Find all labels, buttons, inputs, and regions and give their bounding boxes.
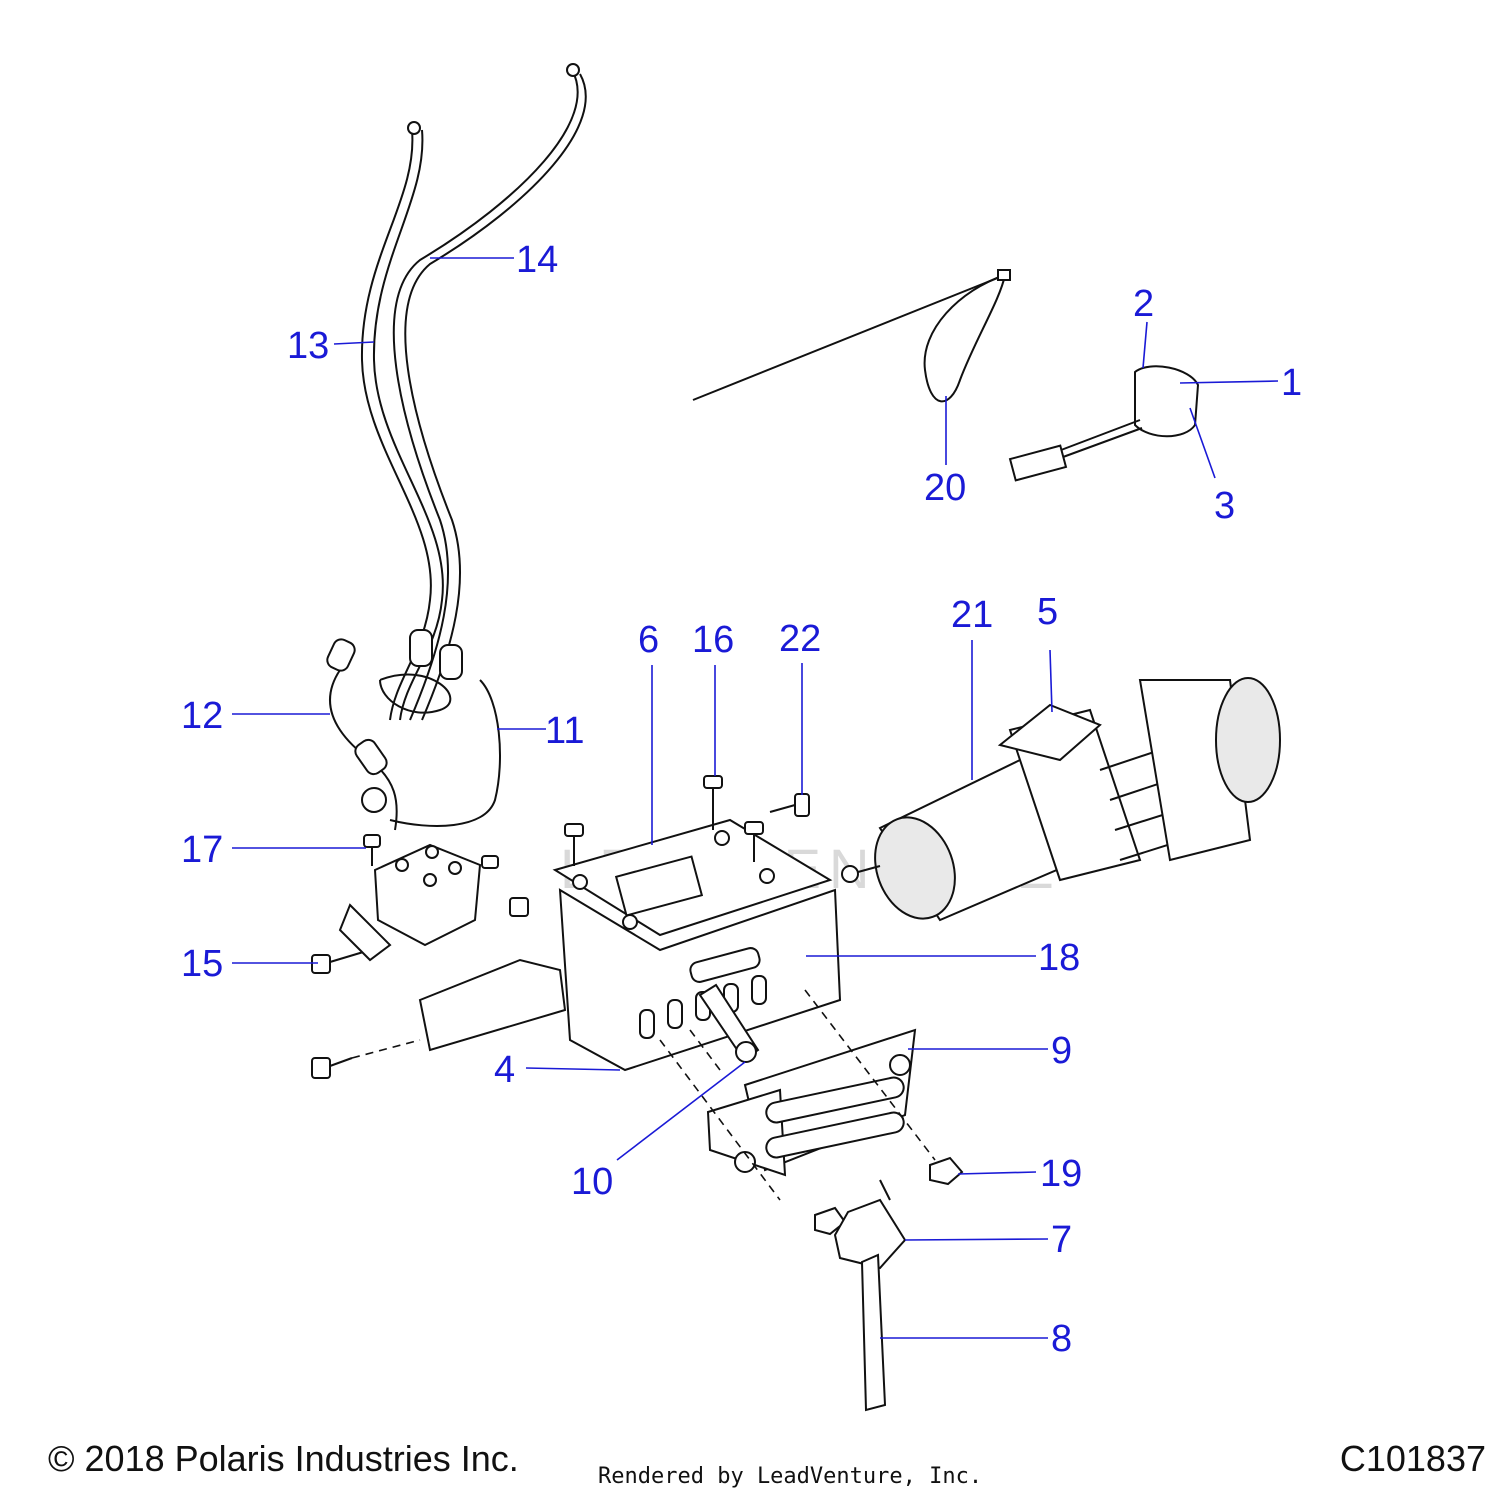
mounting-plate-bracket: [418, 818, 842, 1072]
callout-15: 15: [181, 943, 223, 985]
callout-19: 19: [1040, 1153, 1082, 1195]
callout-5: 5: [1037, 591, 1058, 633]
callout-22: 22: [779, 618, 821, 660]
callout-12: 12: [181, 695, 223, 737]
solenoid: [338, 843, 482, 962]
copyright-text: © 2018 Polaris Industries Inc.: [48, 1438, 519, 1479]
leader-lines: [232, 257, 1279, 1339]
alignment-lines: [659, 989, 936, 1201]
winch-switch: [1008, 365, 1200, 482]
callout-4: 4: [494, 1049, 515, 1091]
nuts: [814, 1156, 964, 1236]
callout-1: 1: [1281, 362, 1302, 404]
callout-17: 17: [181, 829, 223, 871]
battery-cables: [326, 63, 587, 831]
cable-tie: [692, 269, 1011, 403]
callout-6: 6: [638, 619, 659, 661]
callout-16: 16: [692, 619, 734, 661]
callout-11: 11: [545, 710, 584, 752]
diagram-code: C101837: [1339, 1438, 1486, 1479]
roller-fairlead: [706, 1028, 917, 1177]
fasteners: [311, 775, 810, 1079]
callout-20: 20: [924, 467, 966, 509]
callout-21: 21: [951, 594, 993, 636]
callout-14: 14: [516, 239, 558, 281]
hook-and-strap: [833, 1179, 907, 1412]
callout-9: 9: [1051, 1030, 1072, 1072]
callout-labels: 1 2 3 4 5 6 7 8 9 10 11 12 13 14 15 16 1…: [181, 239, 1302, 1360]
rendered-by-text: Rendered by LeadVenture, Inc.: [598, 1464, 983, 1489]
free-spool-handle: [698, 983, 760, 1063]
callout-2: 2: [1133, 283, 1154, 325]
callout-13: 13: [287, 325, 329, 367]
callout-3: 3: [1214, 485, 1235, 527]
callout-10: 10: [571, 1161, 613, 1203]
callout-7: 7: [1051, 1219, 1072, 1261]
callout-18: 18: [1038, 937, 1080, 979]
callout-8: 8: [1051, 1318, 1072, 1360]
winch-motor-assembly: [841, 677, 1281, 922]
